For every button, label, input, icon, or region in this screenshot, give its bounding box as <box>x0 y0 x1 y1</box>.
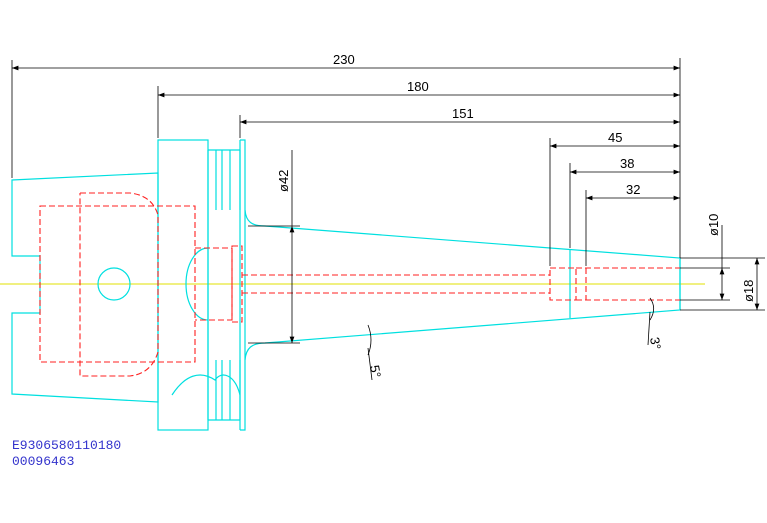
dim-taper-length: 151 <box>452 106 474 121</box>
dim-bore-depth-32: 32 <box>626 182 640 197</box>
dim-overall-length: 230 <box>333 52 355 67</box>
part-number: E9306580110180 <box>12 438 122 453</box>
part-code: 00096463 <box>12 454 75 469</box>
holder-outline <box>11 139 681 431</box>
dim-tip-diameter: ø18 <box>741 280 756 302</box>
dim-taper-diameter: ø42 <box>276 170 291 192</box>
dim-bore-depth-38: 38 <box>620 156 634 171</box>
dim-bore-depth-45: 45 <box>608 130 622 145</box>
dimension-lines <box>11 58 765 381</box>
dim-flange-length: 180 <box>407 79 429 94</box>
dim-bore-diameter: ø10 <box>706 214 721 236</box>
drive-slot-circle <box>97 267 131 301</box>
dim-taper-angle-large: 5° <box>367 364 384 379</box>
dim-taper-angle-small: 3° <box>647 336 664 351</box>
hidden-lines <box>39 192 680 377</box>
